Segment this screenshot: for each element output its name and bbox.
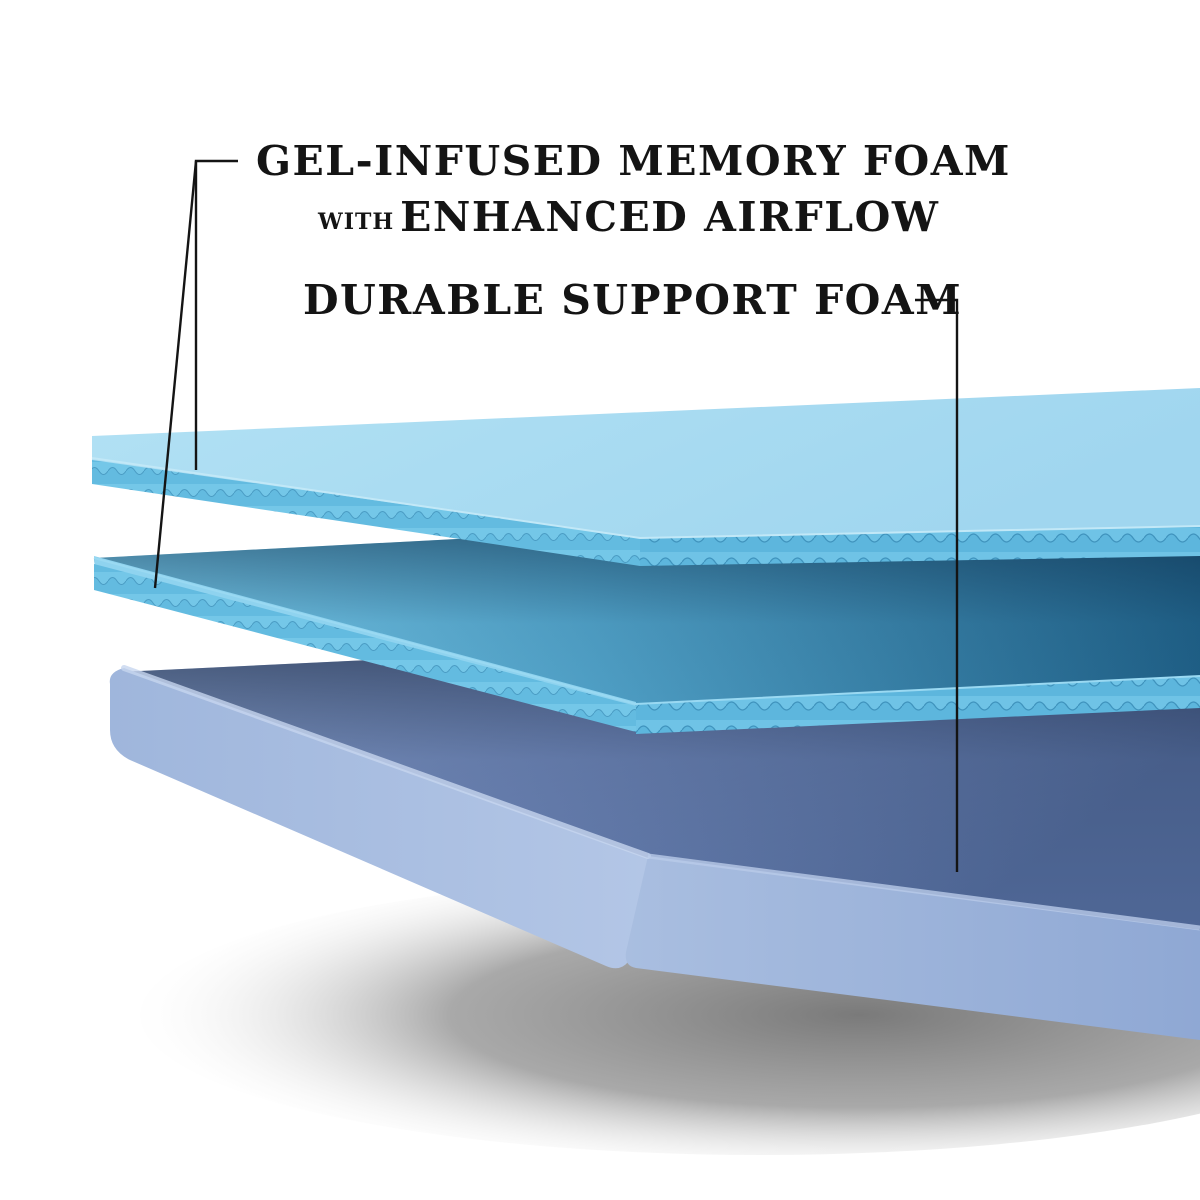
gel-foam-label: GEL-INFUSED MEMORY FOAM [256,137,1011,185]
gel-callout-line [153,159,238,589]
support-callout-line [915,298,959,872]
gel-foam-layer-lower [93,500,1200,734]
gel-foam-layer-upper [91,388,1200,566]
support-foam-label: DURABLE SUPPORT FOAM [303,276,963,324]
with-word: WITH [318,209,395,235]
airflow-text: ENHANCED AIRFLOW [400,193,940,241]
